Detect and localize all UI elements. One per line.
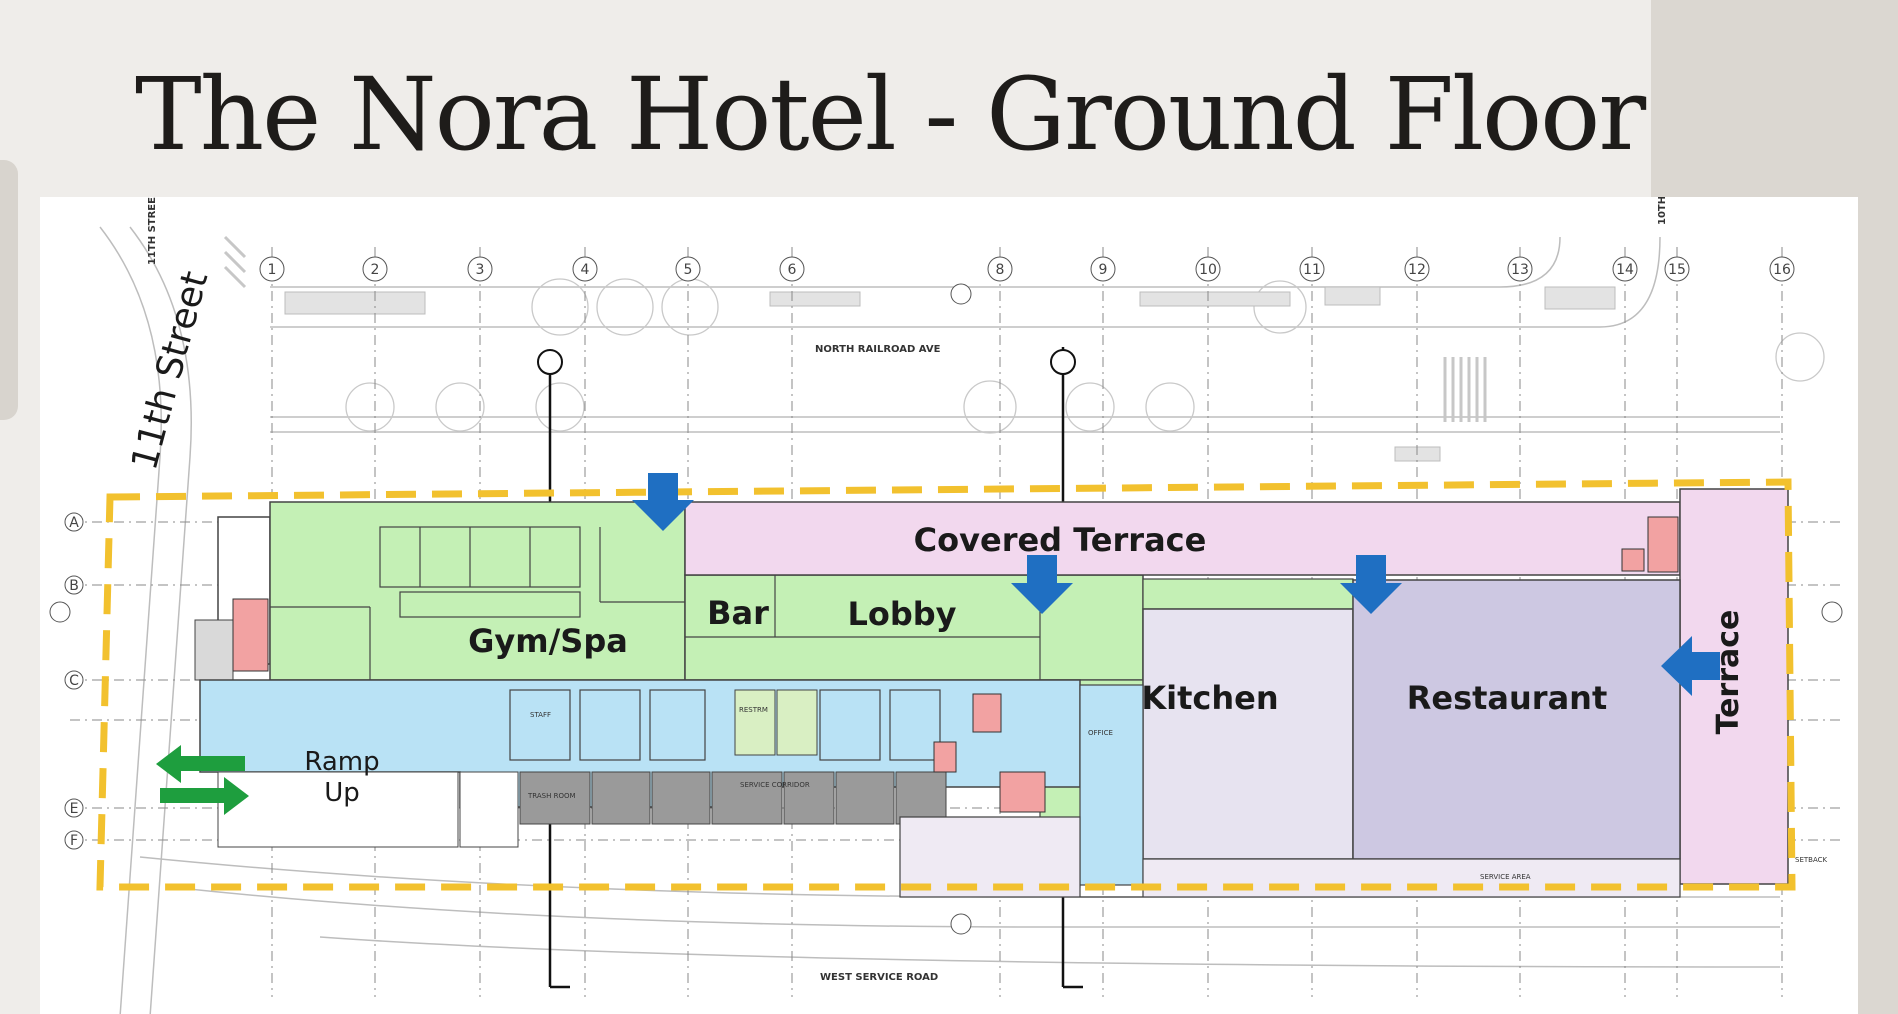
planters xyxy=(284,286,1616,462)
property-boundary xyxy=(96,478,1796,891)
staff-room xyxy=(459,771,519,848)
stairs-elevators xyxy=(933,516,1679,813)
office-zone xyxy=(1079,684,1144,886)
entry-arrow-icon xyxy=(1011,555,1073,614)
grid-bubble xyxy=(1195,256,1221,282)
restroom-label: RESTRM xyxy=(739,706,768,714)
grid-bubble xyxy=(987,256,1013,282)
grid-label: B xyxy=(69,578,79,594)
grid-label: C xyxy=(69,673,79,689)
kitchen-zone xyxy=(1142,608,1354,860)
crosswalk xyxy=(223,235,1487,422)
setback-label: SETBACK xyxy=(1795,856,1827,864)
grid-label: 13 xyxy=(1511,262,1529,278)
grid-bubble xyxy=(64,670,84,690)
grid-bubble xyxy=(1507,256,1533,282)
grid-label: E xyxy=(70,801,79,817)
equipment-room xyxy=(194,619,234,681)
service-area-zone xyxy=(899,816,1681,898)
elevation-marker-icon xyxy=(49,601,71,623)
grid-bubble xyxy=(1664,256,1690,282)
grid-label: 9 xyxy=(1099,262,1108,278)
restroom xyxy=(734,689,776,756)
service-rooms xyxy=(519,771,947,825)
south-street-label: WEST SERVICE ROAD xyxy=(820,972,938,983)
grid-label: F xyxy=(70,833,78,849)
floor-plan: NORTH RAILROAD AVE WEST SERVICE ROAD 10T… xyxy=(40,197,1858,1014)
covered-terrace-label: Covered Terrace xyxy=(914,521,1207,559)
grid-bubble xyxy=(467,256,493,282)
ramp-label-line1: Ramp xyxy=(304,747,379,777)
north-street-label: NORTH RAILROAD AVE xyxy=(815,344,941,355)
gym-spa-walls xyxy=(270,526,685,680)
grid-label: 16 xyxy=(1773,262,1791,278)
north-corridor-zone xyxy=(1142,578,1354,610)
kitchen-label: Kitchen xyxy=(1141,679,1278,717)
background-tab xyxy=(0,160,18,420)
grid-label: 15 xyxy=(1668,262,1686,278)
grid-label: 4 xyxy=(581,262,590,278)
covered-terrace-zone xyxy=(684,501,1681,576)
lobby-label: Lobby xyxy=(847,595,956,633)
grid-bubble xyxy=(675,256,701,282)
entry-arrow-icon xyxy=(1340,555,1402,614)
grid-bubble xyxy=(1404,256,1430,282)
floor-plan-drawing: NORTH RAILROAD AVE WEST SERVICE ROAD 10T… xyxy=(49,197,1843,1014)
bar-label: Bar xyxy=(707,594,769,632)
service-area-label: SERVICE AREA xyxy=(1480,873,1531,881)
west-street-label: 11th Street xyxy=(124,267,216,474)
grid-row-labels: A B C E F xyxy=(64,512,84,850)
service-corridor-label: SERVICE CORRIDOR xyxy=(740,781,810,789)
grid-bubble xyxy=(64,798,84,818)
grid-bubble xyxy=(64,575,84,595)
west-stair xyxy=(232,598,269,672)
grid-bubble xyxy=(779,256,805,282)
grid-label: 5 xyxy=(684,262,693,278)
ramp-area xyxy=(217,771,459,848)
west-street-small-label: 11TH STREET xyxy=(147,197,158,265)
bar-lobby-zone xyxy=(684,574,1144,681)
grid-label: 11 xyxy=(1303,262,1321,278)
grid-bubble xyxy=(1299,256,1325,282)
grid-label: 1 xyxy=(268,262,277,278)
elevation-marker-icon xyxy=(1821,601,1843,623)
corridor-walls xyxy=(509,689,941,761)
grid-label: 12 xyxy=(1408,262,1426,278)
staff-label: STAFF xyxy=(530,711,551,719)
grid-bubble xyxy=(362,256,388,282)
gym-spa-label: Gym/Spa xyxy=(468,622,628,660)
elevation-marker-icon xyxy=(950,283,972,305)
elevation-marker-icon xyxy=(950,913,972,935)
ramp-entry-arrow-icon xyxy=(160,777,249,815)
restaurant-zone xyxy=(1352,579,1681,860)
grid-label: 2 xyxy=(371,262,380,278)
grid-label: 14 xyxy=(1616,262,1634,278)
entry-arrow-icon xyxy=(1661,636,1720,696)
grid-bubble xyxy=(64,512,84,532)
grid-bubble xyxy=(1612,256,1638,282)
grid-bubble xyxy=(64,830,84,850)
grid-bubble xyxy=(572,256,598,282)
grid-label: 8 xyxy=(996,262,1005,278)
grid-label: A xyxy=(69,515,79,531)
grid-bubble xyxy=(1090,256,1116,282)
restaurant-label: Restaurant xyxy=(1407,679,1608,717)
section-marker-icon xyxy=(1050,349,1076,375)
grid-label: 3 xyxy=(476,262,485,278)
section-marker-icon xyxy=(537,349,563,375)
grid-label: 6 xyxy=(788,262,797,278)
grid-column-labels: 1 2 3 4 5 6 8 9 10 11 12 13 14 15 16 xyxy=(259,256,1795,282)
grid-bubble xyxy=(1769,256,1795,282)
ramp-label-line2: Up xyxy=(324,778,360,808)
grid-bubble xyxy=(259,256,285,282)
east-street-label: 10TH ST xyxy=(1657,197,1668,225)
grid-label: 10 xyxy=(1199,262,1217,278)
page-title: The Nora Hotel - Ground Floor xyxy=(135,56,1646,173)
restroom xyxy=(776,689,818,756)
entry-arrow-icon xyxy=(632,473,694,531)
office-label: OFFICE xyxy=(1088,729,1113,737)
trash-room-label: TRASH ROOM xyxy=(527,792,576,800)
ramp-exit-arrow-icon xyxy=(156,745,245,783)
